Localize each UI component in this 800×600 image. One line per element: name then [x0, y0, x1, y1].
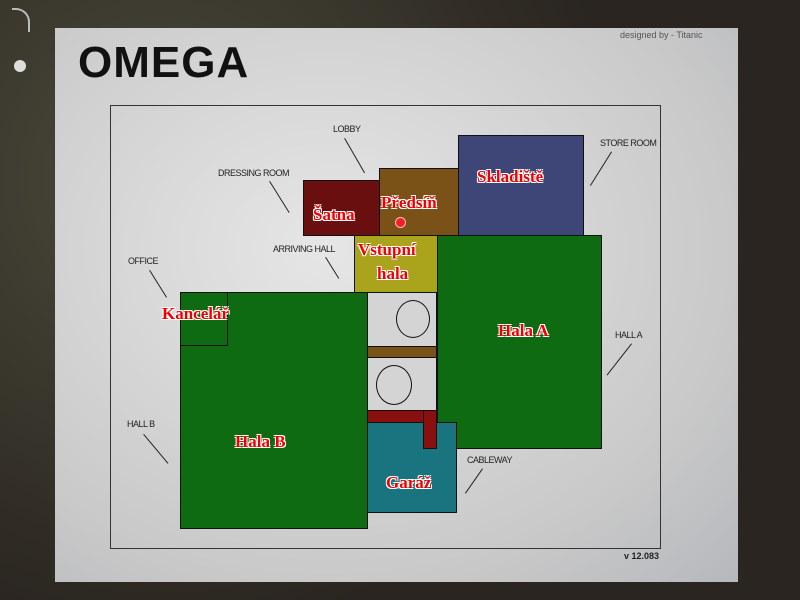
ext-cableway: CABLEWAY	[467, 455, 513, 465]
room-storeroom[interactable]	[458, 135, 584, 236]
credit: designed by - Titanic	[620, 30, 703, 40]
inventory-icon[interactable]	[14, 60, 26, 72]
label-lobby: Předsíň	[381, 193, 437, 212]
map-title: OMEGA	[78, 38, 250, 87]
machine-icon	[376, 365, 412, 405]
ext-storeroom: STORE ROOM	[600, 138, 657, 148]
room-hall-a[interactable]	[437, 235, 602, 449]
room-dressing[interactable]	[303, 180, 380, 236]
label-hall-a: Hala A	[498, 321, 549, 340]
room-office[interactable]	[180, 292, 228, 346]
version: v 12.083	[624, 551, 660, 561]
ext-lobby: LOBBY	[333, 124, 361, 134]
room-arriving-hall[interactable]	[354, 235, 438, 293]
label-arriving-2: hala	[377, 264, 409, 283]
garage-room[interactable]	[367, 422, 457, 513]
red-corridor-vertical	[423, 410, 437, 449]
label-arriving-1: Vstupní	[358, 240, 416, 259]
ext-hall-a: HALL A	[615, 330, 643, 340]
label-office: Kancelář	[162, 304, 230, 323]
ext-hall-b: HALL B	[127, 419, 155, 429]
signal-icon	[12, 8, 30, 32]
tank-icon	[396, 300, 430, 338]
room-lobby[interactable]	[379, 168, 459, 236]
map-frame	[110, 105, 661, 549]
ext-office: OFFICE	[128, 256, 159, 266]
ext-arriving: ARRIVING HALL	[273, 244, 336, 254]
label-garage: Garáž	[386, 473, 432, 492]
ext-dressing: DRESSING ROOM	[218, 168, 290, 178]
player-position-marker	[395, 217, 406, 228]
label-storeroom: Skladiště	[477, 167, 544, 186]
label-dressing: Šatna	[313, 205, 355, 224]
label-hall-b: Hala B	[235, 432, 286, 451]
